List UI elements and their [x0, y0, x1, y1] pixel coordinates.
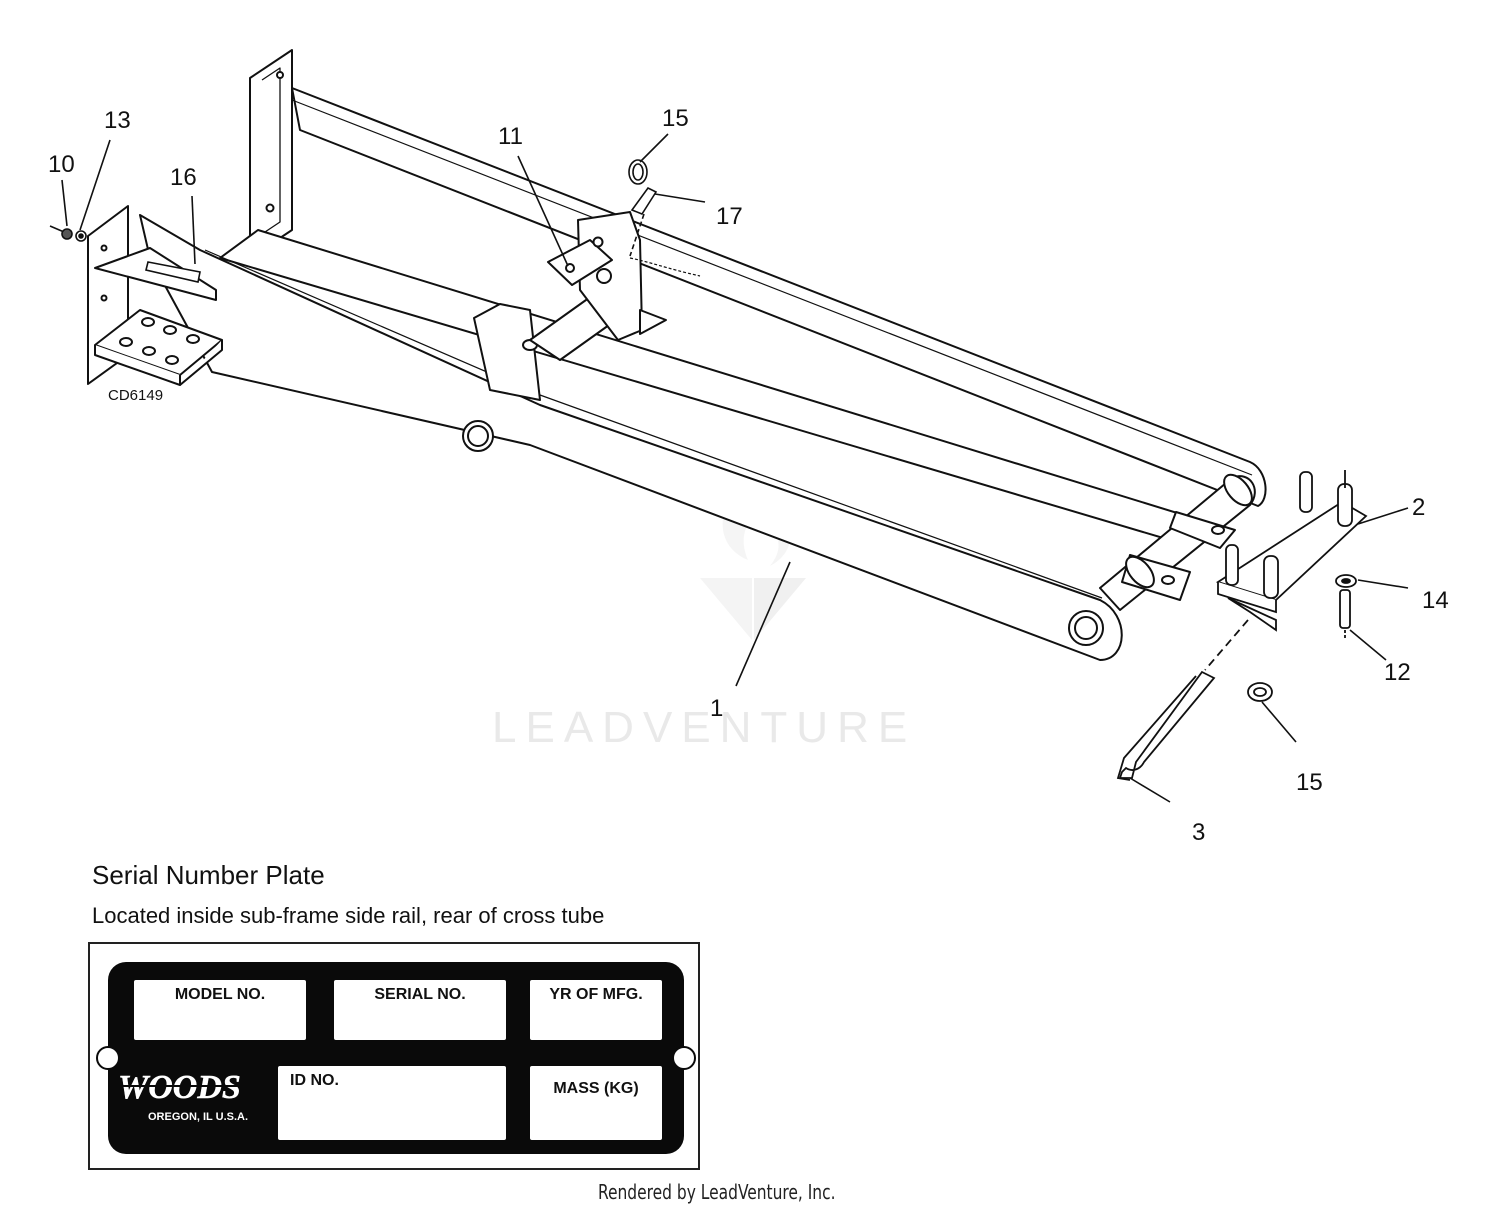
mount-hole-right — [672, 1046, 696, 1070]
model-no-field: MODEL NO. — [134, 980, 306, 1040]
lower-rail — [139, 214, 1123, 661]
mount-hole-left — [96, 1046, 120, 1070]
hitch-bracket — [473, 303, 541, 401]
drawing-code: CD6149 — [108, 387, 163, 404]
callout-1: 1 — [710, 695, 723, 722]
hitch-pin — [1116, 670, 1273, 781]
callout-11: 11 — [498, 123, 523, 150]
callout-13: 13 — [104, 107, 131, 134]
callout-12: 12 — [1384, 659, 1411, 686]
callout-16: 16 — [170, 164, 197, 191]
watermark-text: LEADVENTURE — [492, 703, 916, 752]
rear-upright — [249, 49, 293, 259]
plate-body: MODEL NO. SERIAL NO. YR OF MFG. ID NO. M… — [96, 962, 696, 1154]
woods-logo: WOODS — [118, 1069, 266, 1106]
pin-hardware — [628, 159, 658, 257]
brand-name: WOODS — [118, 1069, 241, 1106]
rear-tab-upper — [1169, 511, 1236, 549]
serial-no-field: SERIAL NO. — [334, 980, 506, 1040]
serial-plate-title: Serial Number Plate — [92, 860, 325, 890]
callout-17: 17 — [716, 203, 743, 230]
mass-field: MASS (KG) — [530, 1066, 662, 1140]
front-hardware — [49, 225, 201, 283]
callout-14: 14 — [1422, 587, 1449, 614]
callout-3: 3 — [1192, 819, 1205, 846]
serial-number-plate: MODEL NO. SERIAL NO. YR OF MFG. ID NO. M… — [88, 942, 700, 1170]
subframe-assembly — [87, 49, 1267, 661]
serial-plate-subtitle: Located inside sub-frame side rail, rear… — [92, 903, 605, 928]
id-no-field: ID NO. — [278, 1066, 506, 1140]
leader-lines — [61, 133, 1409, 803]
year-of-mfg-field: YR OF MFG. — [530, 980, 662, 1040]
callout-15-lower: 15 — [1296, 769, 1323, 796]
footer-credit: Rendered by LeadVenture, Inc. — [598, 1180, 836, 1204]
brand-location: OREGON, IL U.S.A. — [148, 1111, 249, 1123]
rear-kit — [1204, 470, 1368, 671]
callout-15-upper: 15 — [662, 105, 689, 132]
callout-10: 10 — [48, 151, 75, 178]
callout-2: 2 — [1412, 494, 1425, 521]
